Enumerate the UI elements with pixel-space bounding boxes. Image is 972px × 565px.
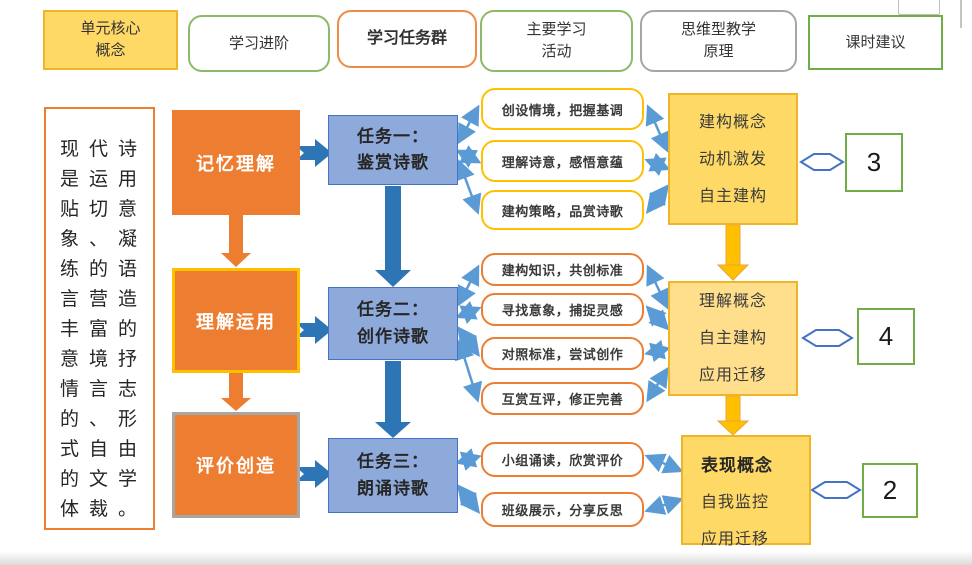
principle1-line3: 自主建构 xyxy=(698,187,767,205)
activity-task1-3: 建构策略，品赏诗歌 xyxy=(481,190,644,230)
connector-principle3-hours xyxy=(810,481,862,499)
task1-appreciate-poetry: 任务一： 鉴赏诗歌 xyxy=(328,115,458,185)
header-main-learning-activities: 主要学习 活动 xyxy=(480,10,633,72)
activity-task3-2: 班级展示，分享反思 xyxy=(481,492,644,527)
principle1-line2: 动机激发 xyxy=(698,150,767,168)
principle-box-1: 建构概念 动机激发 自主建构 xyxy=(668,93,798,225)
progression-memory-understanding: 记忆理解 xyxy=(172,110,300,215)
header-unit-core-concept: 单元核心 概念 xyxy=(43,10,178,70)
principle-box-2: 理解概念 自主建构 应用迁移 xyxy=(668,281,798,396)
hours-task1: 3 xyxy=(845,133,903,192)
bottom-shadow xyxy=(0,551,972,565)
arrow-task-2-3 xyxy=(375,361,411,438)
principle3-line1: 表现概念 xyxy=(701,456,773,475)
task2-create-poetry: 任务二： 创作诗歌 xyxy=(328,287,458,360)
arrow-principle-2-3 xyxy=(716,395,750,436)
window-fragment-line xyxy=(960,0,962,28)
activity-task1-1: 创设情境，把握基调 xyxy=(481,88,644,130)
principle3-line3: 应用迁移 xyxy=(701,531,770,548)
principle3-line2: 自我监控 xyxy=(701,494,770,511)
arrow-progression2-task2 xyxy=(296,316,332,344)
fan-task2-activities xyxy=(454,264,671,403)
arrow-principle-1-2 xyxy=(716,224,750,281)
activity-task3-1: 小组诵读，欣赏评价 xyxy=(481,442,644,477)
arrow-progression3-task3 xyxy=(296,460,332,488)
header-learning-progression: 学习进阶 xyxy=(188,15,330,72)
window-fragment-box xyxy=(898,0,940,15)
activity-task2-2: 寻找意象，捕捉灵感 xyxy=(481,293,644,326)
activity-task2-4: 互赏互评，修正完善 xyxy=(481,382,644,415)
header-lesson-hours-suggestion: 课时建议 xyxy=(808,15,943,70)
fan-task3-activities xyxy=(455,448,684,515)
hours-task2: 4 xyxy=(857,308,915,365)
principle2-line2: 自主建构 xyxy=(698,330,767,347)
principle-box-3: 表现概念 自我监控 应用迁移 xyxy=(681,435,811,548)
header-thinking-teaching-principles: 思维型教学 原理 xyxy=(640,10,797,72)
principle2-line1: 理解概念 xyxy=(698,293,767,310)
progression-evaluation-creation: 评价创造 xyxy=(172,412,300,518)
arrow-task-1-2 xyxy=(375,186,411,287)
connector-principle2-hours xyxy=(801,329,854,347)
activity-task2-1: 建构知识，共创标准 xyxy=(481,253,644,286)
task3-recite-poetry: 任务三： 朗诵诗歌 xyxy=(328,438,458,513)
connector-principle1-hours xyxy=(799,153,845,171)
progression-understanding-application: 理解运用 xyxy=(172,268,300,373)
unit-core-concept-text: 现代诗是运用贴切意象、凝练的语言营造丰富的意境抒情言志的、形式自由的文学体裁。 xyxy=(60,139,148,520)
activity-task2-3: 对照标准，尝试创作 xyxy=(481,337,644,370)
arrow-progression1-task1 xyxy=(296,139,332,167)
arrow-progression-1-2 xyxy=(221,215,251,267)
arrow-progression-2-3 xyxy=(221,373,251,411)
header-learning-task-group: 学习任务群 xyxy=(337,10,477,68)
unit-core-concept-box: 现代诗是运用贴切意象、凝练的语言营造丰富的意境抒情言志的、形式自由的文学体裁。 xyxy=(44,107,155,530)
principle2-line3: 应用迁移 xyxy=(698,367,767,384)
hours-task3: 2 xyxy=(862,463,918,518)
activity-task1-2: 理解诗意，感悟意蕴 xyxy=(481,140,644,182)
fan-task1-activities xyxy=(455,104,671,215)
principle1-line1: 建构概念 xyxy=(698,113,767,131)
